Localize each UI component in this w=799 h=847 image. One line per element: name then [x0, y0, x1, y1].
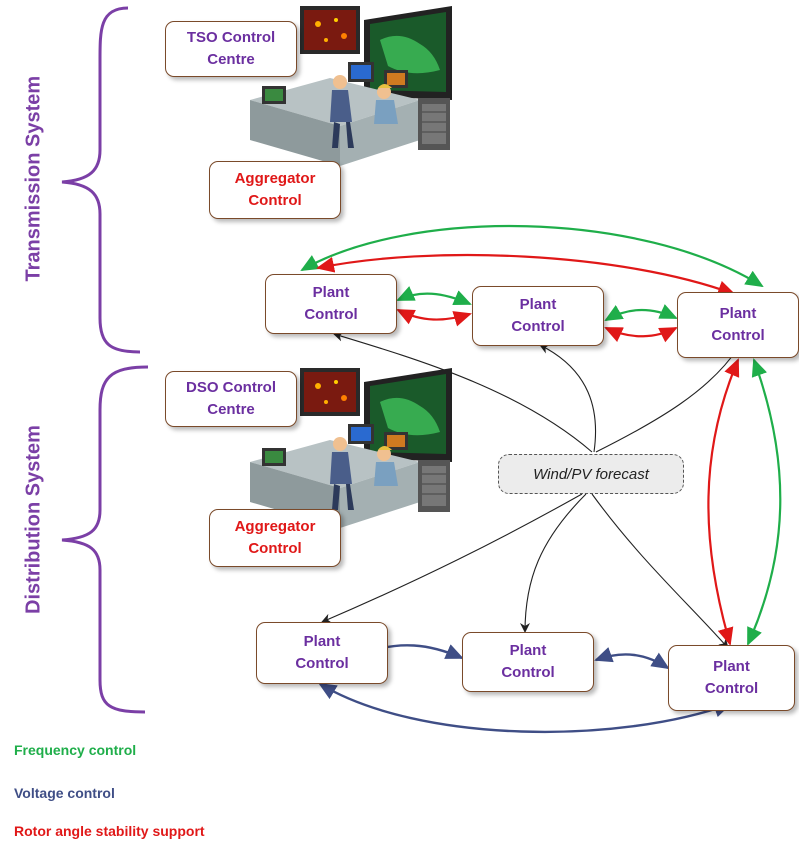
- plant-control-d1-label: Plant Control: [295, 633, 349, 672]
- plant-control-d2: Plant Control: [462, 632, 594, 692]
- dso-control-centre-box: DSO Control Centre: [165, 371, 297, 427]
- freq-link-t1-t2: [396, 286, 472, 306]
- transmission-system-label: Transmission System: [22, 75, 45, 282]
- rotor-link-t1-t2: [396, 309, 472, 327]
- plant-control-t1-label: Plant Control: [304, 284, 358, 323]
- forecast-to-d1: [321, 493, 583, 624]
- plant-control-d3: Plant Control: [668, 645, 795, 711]
- plant-control-d2-label: Plant Control: [501, 642, 555, 681]
- plant-control-t1: Plant Control: [265, 274, 397, 334]
- dso-control-room-illustration: [250, 368, 452, 528]
- forecast-to-t1: [333, 331, 593, 453]
- distribution-aggregator-box: Aggregator Control: [209, 509, 341, 567]
- wind-pv-forecast-box: Wind/PV forecast: [498, 454, 684, 494]
- tso-control-room-illustration: [250, 6, 452, 166]
- plant-control-t2: Plant Control: [472, 286, 604, 346]
- transmission-aggregator-label: Aggregator Control: [234, 170, 316, 209]
- transmission-bracket: [61, 6, 141, 354]
- rotor-link-t2-t3: [604, 327, 678, 343]
- forecast-to-d2: [520, 493, 587, 633]
- volt-link-d2-d3: [594, 647, 670, 670]
- transmission-aggregator-box: Aggregator Control: [209, 161, 341, 219]
- plant-control-t3-label: Plant Control: [711, 305, 765, 344]
- volt-arc-d1-d3: [318, 682, 732, 734]
- legend-frequency-control: Frequency control: [14, 742, 137, 758]
- freq-link-t3-d3: [746, 358, 782, 646]
- distribution-aggregator-label: Aggregator Control: [234, 518, 316, 557]
- rotor-arc-t1-t3: [316, 253, 736, 296]
- tso-control-centre-label: TSO Control Centre: [186, 29, 276, 68]
- wind-pv-forecast-label: Wind/PV forecast: [533, 465, 649, 483]
- dso-control-centre-label: DSO Control Centre: [186, 379, 276, 418]
- plant-control-d1: Plant Control: [256, 622, 388, 684]
- forecast-to-t2: [539, 344, 597, 453]
- plant-control-t3: Plant Control: [677, 292, 799, 358]
- plant-control-d3-label: Plant Control: [704, 658, 759, 697]
- forecast-to-t3: [595, 347, 739, 453]
- legend-voltage-control: Voltage control: [14, 785, 115, 801]
- tso-control-centre-box: TSO Control Centre: [165, 21, 297, 77]
- forecast-to-d3: [591, 493, 729, 649]
- rotor-link-t3-d3: [707, 358, 740, 646]
- freq-link-t2-t3: [604, 304, 678, 322]
- plant-control-t2-label: Plant Control: [511, 296, 565, 335]
- legend-rotor-angle-stability: Rotor angle stability support: [14, 823, 205, 839]
- distribution-bracket: [61, 365, 149, 714]
- distribution-system-label: Distribution System: [22, 425, 45, 614]
